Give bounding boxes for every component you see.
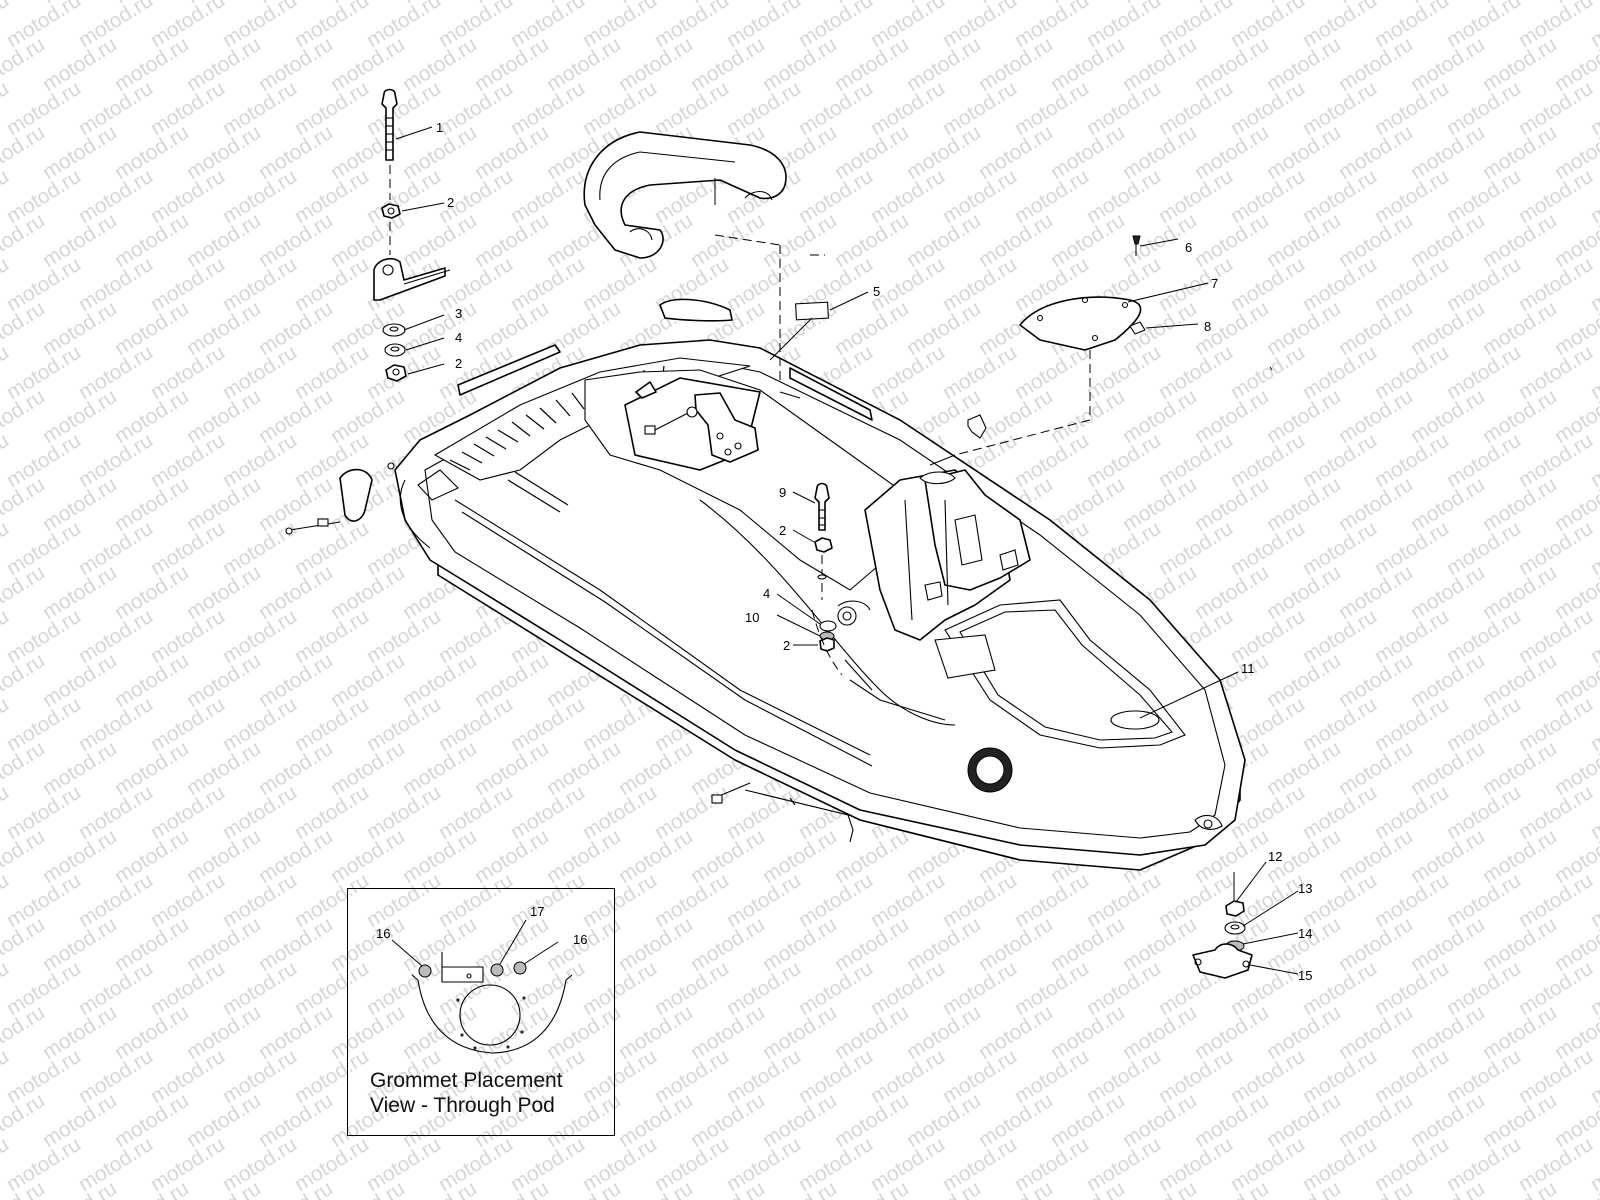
callout-16: 16 [573,932,587,947]
screw-6 [1132,235,1141,245]
inset-caption: Grommet Placement View - Through Pod [370,1068,610,1118]
callout-8: 8 [1204,319,1211,334]
callout-labels: 1 2 3 4 2 5 6 7 8 9 2 4 10 2 11 12 13 14… [436,120,1312,983]
decal [795,301,829,321]
clip-8 [1129,321,1146,335]
cover-plate [1019,296,1142,351]
seat-pad [659,298,733,322]
assembly-lines [714,178,1273,466]
inset-caption-line-1: Grommet Placement [370,1069,563,1092]
callout-1: 1 [436,120,443,135]
callout-6: 6 [1185,240,1192,255]
callout-leaders [395,126,1299,975]
callout-2: 2 [783,638,790,653]
grab-handle [583,131,787,259]
callout-2: 2 [447,195,454,210]
bumper-piece [339,468,373,522]
inset-drawing: 16 17 16 [376,904,587,1054]
callout-4: 4 [455,330,462,345]
stud-stack-top [373,88,451,382]
callout-15: 15 [1298,968,1312,983]
rub-rail-left [457,344,561,396]
callout-13: 13 [1298,881,1312,896]
callout-10: 10 [745,610,759,625]
callout-2: 2 [455,356,462,371]
rub-rail-right [789,367,873,421]
callout-9: 9 [779,485,786,500]
callout-17: 17 [530,904,544,919]
callout-14: 14 [1298,926,1312,941]
stud-stack-bow [1192,872,1253,979]
hull-body [394,339,1246,871]
callout-7: 7 [1211,276,1218,291]
callout-12: 12 [1268,849,1282,864]
callout-16: 16 [376,926,390,941]
callout-11: 11 [1241,661,1255,676]
callout-4: 4 [763,586,770,601]
deck-clip [967,414,987,439]
callout-5: 5 [873,284,880,299]
grommet-placement-inset [347,888,615,1136]
lower-rail [744,789,854,843]
inset-caption-line-2: View - Through Pod [370,1094,555,1117]
stud-stack-center [811,482,873,691]
callout-2: 2 [779,523,786,538]
callout-3: 3 [455,306,462,321]
